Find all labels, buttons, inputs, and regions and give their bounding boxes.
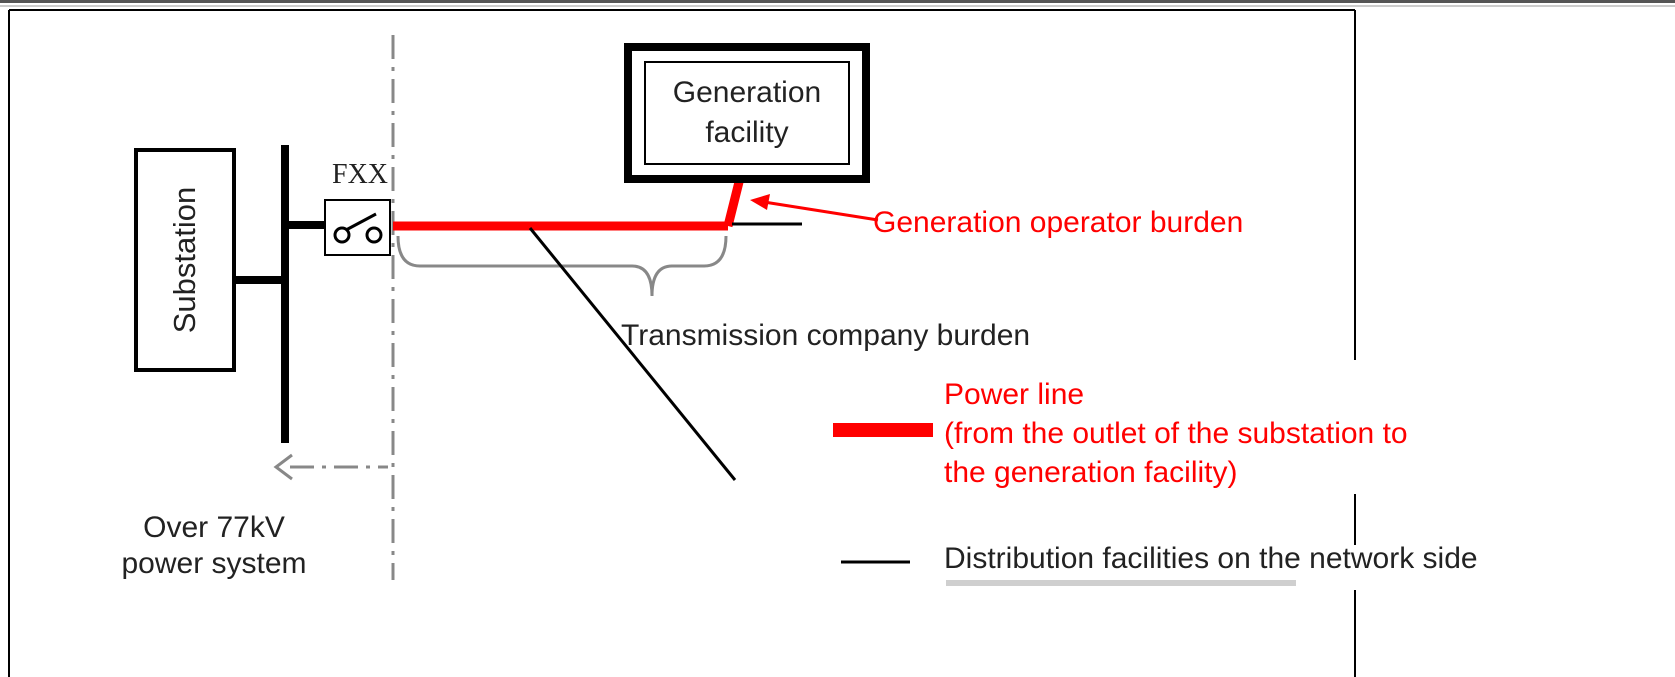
substation-box: [134, 148, 236, 372]
switch-contact-right: [365, 226, 383, 244]
distribution-leader-line: [528, 227, 737, 481]
switch-label: FXX: [332, 159, 389, 190]
generation-facility-inner: [644, 61, 850, 165]
upstream-system-label: Over 77kV power system: [96, 510, 332, 582]
switch-contact-left: [333, 226, 351, 244]
legend-power-line-line1: Power line: [944, 378, 1085, 411]
legend-power-line-swatch: [833, 423, 933, 437]
switch-box: [324, 199, 391, 256]
clipped-text-fragment: [946, 580, 1296, 586]
transmission-brace: [396, 235, 728, 297]
legend-power-line-line3: the generation facility): [944, 456, 1238, 489]
legend-power-line-label: Power line (from the outlet of the subst…: [944, 375, 1408, 492]
generation-operator-arrow-line: [763, 200, 879, 222]
upstream-system-label-line1: Over 77kV: [143, 511, 285, 544]
legend-distribution-label: Distribution facilities on the network s…: [944, 542, 1478, 575]
generation-operator-arrow-head: [750, 194, 770, 210]
transmission-company-burden-label: Transmission company burden: [621, 319, 1031, 352]
top-rule: [0, 0, 1675, 3]
generation-facility-label-line2: facility: [705, 116, 789, 149]
generation-facility-label: Generation facility: [645, 62, 849, 164]
generation-facility-label-line1: Generation: [672, 76, 822, 109]
legend-power-line-line2: (from the outlet of the substation to: [944, 417, 1408, 450]
generation-operator-burden-label: Generation operator burden: [873, 206, 1244, 239]
substation-label: Substation: [167, 186, 202, 334]
power-line-vertical: [723, 176, 745, 228]
upstream-arrow-head: [273, 453, 293, 481]
upstream-system-label-line2: power system: [121, 547, 307, 580]
switch-blade: [345, 212, 377, 232]
